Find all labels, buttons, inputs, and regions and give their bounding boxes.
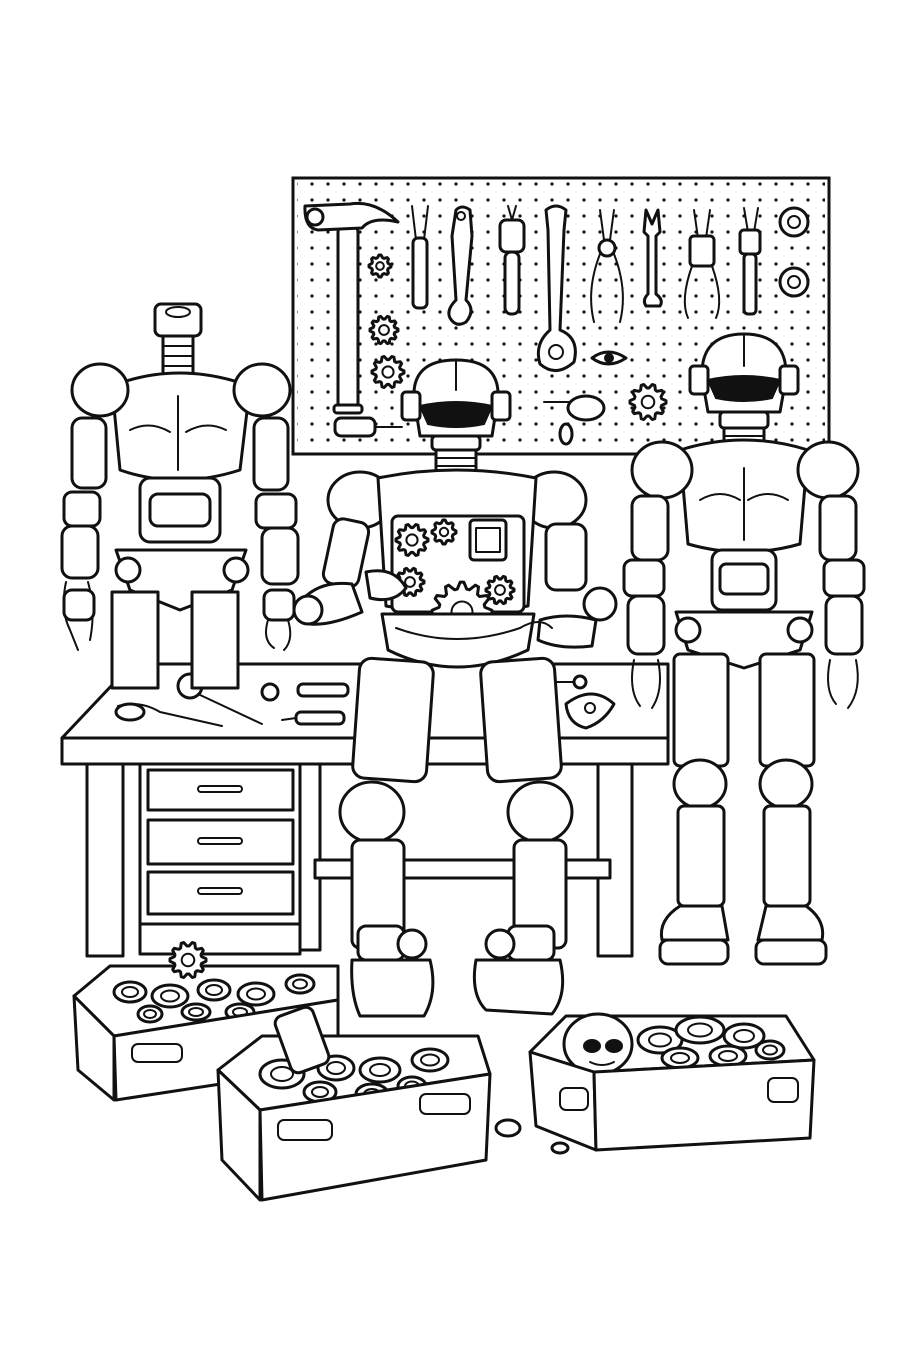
parts-bin-icon: [528, 1012, 816, 1152]
pliers-icon: [411, 205, 429, 310]
parts-bin-icon: [216, 1005, 570, 1202]
wrench-icon: [447, 205, 474, 326]
robot-icon: [292, 358, 618, 1018]
washer-icon: [558, 350, 628, 446]
gear-icon: [628, 383, 668, 421]
screwdriver-icon: [260, 682, 350, 726]
wrench-icon: [536, 204, 577, 372]
pliers-icon: [738, 207, 762, 316]
gear-icon: [370, 355, 406, 389]
pliers-icon: [683, 209, 721, 319]
hammer-icon: [303, 201, 400, 415]
nut-icon: [778, 206, 810, 298]
screwdriver-icon: [498, 205, 526, 316]
screwdriver-icon: [333, 416, 403, 438]
wrench-icon: [543, 394, 606, 422]
wrench-icon: [642, 208, 663, 308]
pliers-icon: [590, 209, 624, 323]
robot-icon: [622, 332, 866, 966]
robot-icon: [60, 302, 300, 690]
pliers-icon: [114, 702, 223, 727]
gear-icon: [367, 253, 393, 279]
gear-icon: [368, 314, 400, 346]
